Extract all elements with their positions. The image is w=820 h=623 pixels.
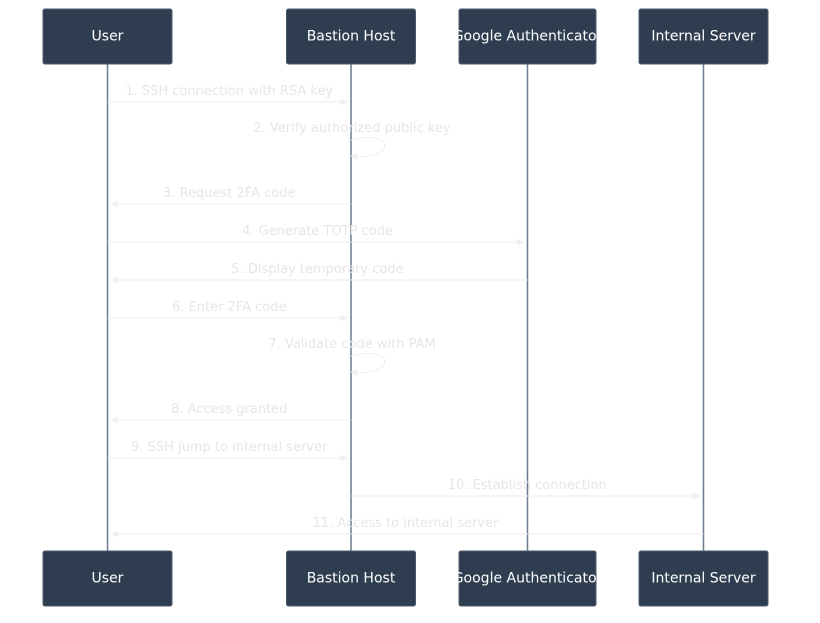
message-2: 2. Verify authorized public key	[253, 121, 451, 161]
message-label: 7. Validate code with PAM	[268, 337, 435, 352]
message-label: 3. Request 2FA code	[163, 186, 295, 201]
actor-server-top: Internal Server	[638, 8, 769, 65]
self-message-loop	[350, 352, 386, 377]
actor-box	[458, 8, 597, 65]
message-label: 1. SSH connection with RSA key	[125, 84, 333, 99]
actor-box	[286, 8, 416, 65]
message-label: 8. Access granted	[171, 402, 287, 417]
message-label: 9. SSH jump to internal server	[131, 440, 328, 455]
actor-label: User	[92, 571, 124, 587]
self-message-loop	[350, 136, 386, 161]
message-1: 1. SSH connection with RSA key	[107, 84, 348, 106]
actor-server-bottom: Internal Server	[638, 550, 769, 607]
message-label: 6. Enter 2FA code	[172, 300, 287, 315]
actor-user-top: User	[42, 8, 173, 65]
message-label: 5. Display temporary code	[231, 262, 403, 277]
message-10: 10. Establish connection	[351, 478, 701, 500]
actor-google-top: Google Authenticator	[453, 8, 603, 65]
message-label: 2. Verify authorized public key	[253, 121, 451, 136]
actor-user-bottom: User	[42, 550, 173, 607]
message-label: 4. Generate TOTP code	[242, 224, 393, 239]
actor-bastion-bottom: Bastion Host	[286, 550, 416, 607]
actor-google-bottom: Google Authenticator	[453, 550, 603, 607]
actor-box	[42, 8, 173, 65]
actor-label: Internal Server	[651, 571, 756, 587]
message-6: 6. Enter 2FA code	[107, 300, 348, 322]
actor-label: Bastion Host	[307, 29, 396, 45]
message-label: 10. Establish connection	[448, 478, 607, 493]
actor-label: Google Authenticator	[453, 29, 603, 45]
message-3: 3. Request 2FA code	[110, 186, 351, 208]
message-11: 11. Access to internal server	[110, 516, 704, 538]
actor-label: Internal Server	[651, 29, 756, 45]
actor-box	[638, 8, 769, 65]
actor-label: User	[92, 29, 124, 45]
actor-label: Google Authenticator	[453, 571, 603, 587]
actor-bastion-top: Bastion Host	[286, 8, 416, 65]
actor-box	[42, 550, 173, 607]
actor-label: Bastion Host	[307, 571, 396, 587]
actor-box	[638, 550, 769, 607]
message-label: 11. Access to internal server	[313, 516, 499, 531]
actor-box	[286, 550, 416, 607]
actor-box	[458, 550, 597, 607]
message-4: 4. Generate TOTP code	[107, 224, 525, 246]
message-9: 9. SSH jump to internal server	[107, 440, 348, 462]
message-5: 5. Display temporary code	[110, 262, 528, 284]
message-7: 7. Validate code with PAM	[268, 337, 436, 377]
message-8: 8. Access granted	[110, 402, 351, 424]
